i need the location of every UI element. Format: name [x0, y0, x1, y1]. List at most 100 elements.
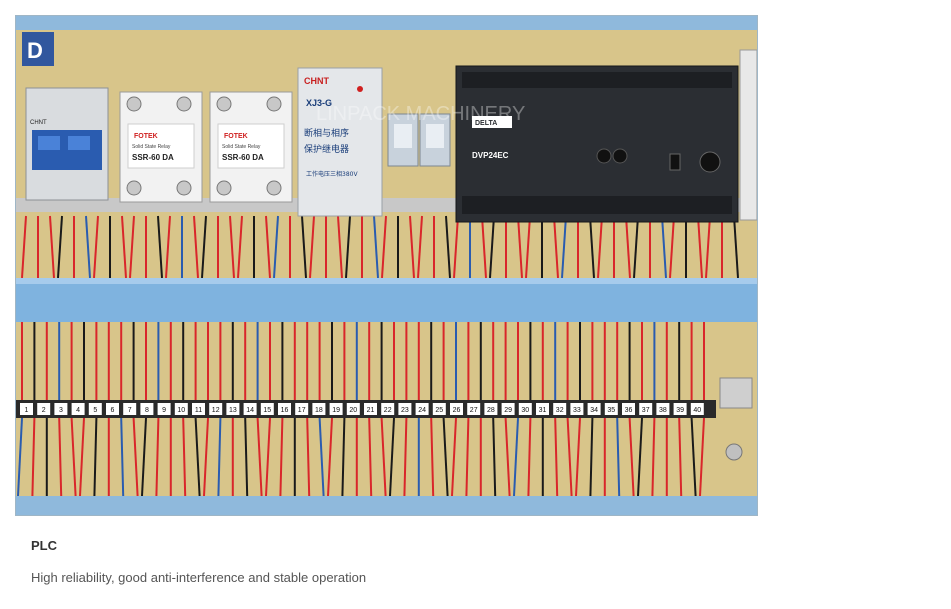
watermark: LINPACK MACHINERY	[316, 103, 525, 125]
ssr-1-brand: FOTEK	[134, 133, 158, 140]
terminal-label-bg	[570, 403, 584, 415]
wire	[453, 215, 459, 279]
wire	[525, 215, 531, 279]
terminal-label-bg	[209, 403, 223, 415]
terminal-number: 21	[367, 407, 375, 414]
terminal-label-bg	[88, 403, 102, 415]
terminal-number: 6	[111, 407, 115, 414]
wire	[504, 417, 511, 497]
terminal-label-bg	[329, 403, 343, 415]
wire	[380, 417, 387, 497]
wire	[403, 417, 408, 497]
wire	[442, 417, 449, 497]
wire	[625, 215, 631, 279]
intermediate-relays	[387, 113, 451, 167]
terminal-label-bg	[260, 403, 274, 415]
wire	[194, 417, 201, 497]
wire	[79, 417, 85, 497]
terminal-label-bg	[450, 403, 463, 415]
wire	[301, 215, 307, 279]
terminal-label-bg	[656, 403, 670, 415]
phase-relay-voltage: 工作电压三相380V	[306, 170, 358, 178]
panel-illustration: D CHNT FOTEK Solid State Relay SSR-60 DA	[16, 16, 757, 515]
wire	[306, 417, 311, 497]
wire	[661, 215, 667, 279]
wire	[120, 417, 125, 497]
terminal-number: 5	[93, 407, 97, 414]
wire	[389, 417, 395, 497]
terminal-number: 9	[162, 407, 166, 414]
terminal-number: 36	[625, 407, 633, 414]
wire	[121, 215, 127, 279]
terminal-label-bg	[106, 403, 119, 415]
wire	[341, 417, 346, 497]
svg-text:D: D	[27, 38, 43, 63]
wire	[217, 417, 222, 497]
wire	[57, 215, 63, 279]
terminal-number: 10	[177, 407, 185, 414]
terminal-number: 28	[487, 407, 495, 414]
terminal-label-bg	[536, 403, 549, 415]
product-title: PLC	[31, 538, 57, 553]
wire	[141, 417, 147, 497]
terminal-label-bg	[20, 403, 33, 415]
wire	[279, 417, 284, 497]
terminal-number: 29	[504, 407, 512, 414]
wire	[165, 215, 171, 279]
ssr-relay-2: FOTEK Solid State Relay SSR-60 DA	[209, 91, 293, 203]
wire	[597, 215, 603, 279]
wire	[705, 215, 711, 279]
wire	[244, 417, 249, 497]
wire	[690, 417, 697, 497]
wire	[273, 215, 279, 279]
wire	[17, 417, 23, 497]
terminal-label-bg	[415, 403, 429, 415]
ssr-2-type: Solid State Relay	[222, 144, 261, 150]
wire	[182, 417, 187, 497]
terminal-number: 16	[281, 407, 289, 414]
ssr-2-model: SSR-60 DA	[222, 153, 264, 162]
terminal-number: 31	[539, 407, 547, 414]
terminal-label-bg	[690, 403, 704, 415]
wire	[489, 215, 495, 279]
terminal-label-bg	[587, 403, 601, 415]
terminal-number: 17	[298, 407, 306, 414]
terminal-number: 13	[229, 407, 237, 414]
wire	[451, 417, 457, 497]
terminal-number: 24	[418, 407, 426, 414]
wire	[417, 215, 423, 279]
terminal-label-bg	[243, 403, 257, 415]
terminal-number: 32	[556, 407, 564, 414]
wire	[554, 417, 559, 497]
wire	[492, 417, 497, 497]
terminal-number: 1	[25, 407, 29, 414]
wire	[633, 215, 639, 279]
ssr-1-model: SSR-60 DA	[132, 153, 174, 162]
terminal-number: 35	[607, 407, 615, 414]
terminal-label-bg	[140, 403, 154, 415]
wire	[637, 417, 643, 497]
wire	[31, 417, 36, 497]
terminal-number: 33	[573, 407, 581, 414]
contactor: CHNT	[25, 87, 109, 201]
terminal-label-bg	[157, 403, 171, 415]
wire	[513, 417, 519, 497]
wire	[93, 215, 99, 279]
terminal-label-bg	[37, 403, 51, 415]
wire	[129, 215, 135, 279]
terminal-label-bg	[123, 403, 137, 415]
terminal-label-bg	[553, 403, 567, 415]
wire	[70, 417, 77, 497]
contactor-brand: CHNT	[30, 120, 47, 126]
wire	[49, 215, 55, 279]
wire	[309, 215, 315, 279]
wire	[265, 417, 271, 497]
wire	[465, 417, 470, 497]
wire	[409, 215, 415, 279]
wire	[699, 417, 705, 497]
terminal-number: 20	[349, 407, 357, 414]
top-wires	[21, 215, 739, 279]
terminal-number: 30	[521, 407, 529, 414]
wire	[589, 417, 594, 497]
